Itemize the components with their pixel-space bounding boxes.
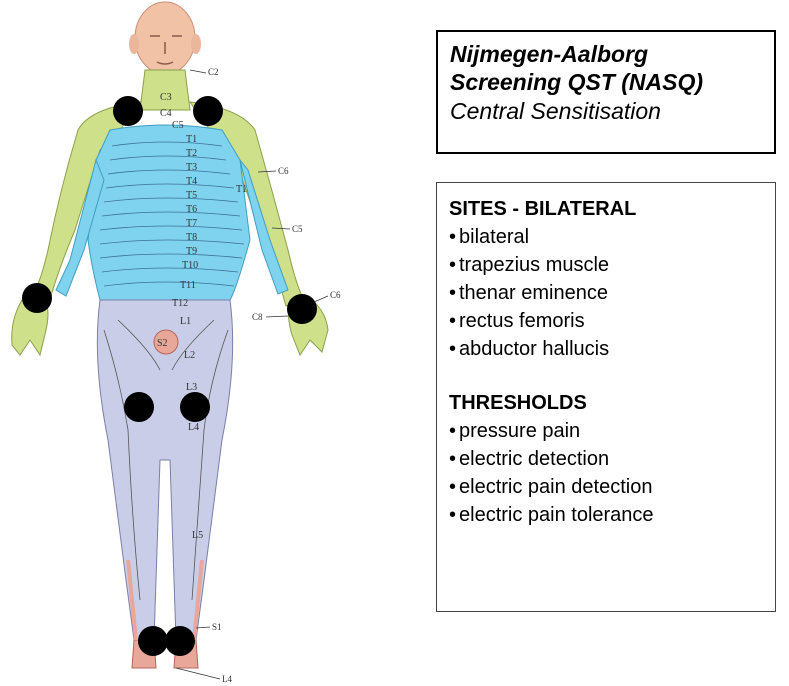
label-s1: S1	[212, 622, 222, 632]
leader-c2	[190, 70, 206, 73]
label-t2: T2	[186, 148, 197, 159]
label-c6-hand: C6	[330, 290, 341, 300]
site-marker-right-thenar	[287, 294, 317, 324]
dermatome-body-figure: C2 C3 C4 C5 T1 T2 T3 T4 T5 T6 T7 T8 T9 T…	[0, 0, 420, 686]
torso-thoracic	[88, 125, 250, 300]
label-t7: T7	[186, 218, 197, 229]
thresholds-heading: THRESHOLDS	[449, 389, 763, 417]
info-box: SITES - BILATERAL •bilateral •trapezius …	[436, 182, 776, 612]
label-l4: L4	[188, 422, 199, 433]
label-t1: T1	[186, 134, 197, 145]
list-item: •electric detection	[449, 445, 763, 473]
label-t4: T4	[186, 176, 197, 187]
subtitle: Central Sensitisation	[450, 96, 762, 126]
site-marker-left-abductor-hallucis	[138, 626, 168, 656]
label-c5-arm: C5	[292, 224, 303, 234]
neck-cervical	[140, 70, 190, 110]
thresholds-list: •pressure pain •electric detection •elec…	[449, 417, 763, 529]
right-ear	[191, 34, 201, 54]
label-c2: C2	[208, 67, 219, 77]
label-t1-arm: T1	[236, 184, 247, 195]
site-marker-right-abductor-hallucis	[165, 626, 195, 656]
list-item: •pressure pain	[449, 417, 763, 445]
leader-c6-hand	[314, 296, 328, 302]
label-l1: L1	[180, 316, 191, 327]
label-t8: T8	[186, 232, 197, 243]
label-l4-foot: L4	[222, 674, 232, 684]
list-item: •electric pain detection	[449, 473, 763, 501]
label-s2: S2	[157, 338, 168, 349]
site-marker-left-thenar	[22, 283, 52, 313]
site-marker-left-trapezius	[113, 96, 143, 126]
list-item: •bilateral	[449, 223, 763, 251]
label-t11: T11	[180, 280, 196, 291]
title-line-1: Nijmegen-Aalborg	[450, 40, 762, 68]
list-item: •abductor hallucis	[449, 335, 763, 363]
head	[135, 2, 195, 74]
list-item: •thenar eminence	[449, 279, 763, 307]
label-c8-hand: C8	[252, 312, 263, 322]
label-c4: C4	[160, 108, 172, 119]
label-t12: T12	[172, 298, 188, 309]
label-c3: C3	[160, 92, 172, 103]
label-l3: L3	[186, 382, 197, 393]
label-t3: T3	[186, 162, 197, 173]
site-marker-right-rectus-femoris	[180, 392, 210, 422]
sites-list: •bilateral •trapezius muscle •thenar emi…	[449, 223, 763, 363]
title-box: Nijmegen-Aalborg Screening QST (NASQ) Ce…	[436, 30, 776, 154]
label-t6: T6	[186, 204, 197, 215]
sites-heading: SITES - BILATERAL	[449, 195, 763, 223]
leader-l4-foot	[176, 668, 220, 679]
site-marker-left-rectus-femoris	[124, 392, 154, 422]
label-l2: L2	[184, 350, 195, 361]
list-item: •electric pain tolerance	[449, 501, 763, 529]
list-item: •rectus femoris	[449, 307, 763, 335]
list-item: •trapezius muscle	[449, 251, 763, 279]
label-t5: T5	[186, 190, 197, 201]
label-t9: T9	[186, 246, 197, 257]
site-marker-right-trapezius	[193, 96, 223, 126]
title-line-2: Screening QST (NASQ)	[450, 68, 762, 96]
leader-c8-hand	[266, 316, 288, 317]
label-c5: C5	[172, 120, 184, 131]
left-ear	[129, 34, 139, 54]
label-t10: T10	[182, 260, 198, 271]
label-c6-arm: C6	[278, 166, 289, 176]
label-l5: L5	[192, 530, 203, 541]
